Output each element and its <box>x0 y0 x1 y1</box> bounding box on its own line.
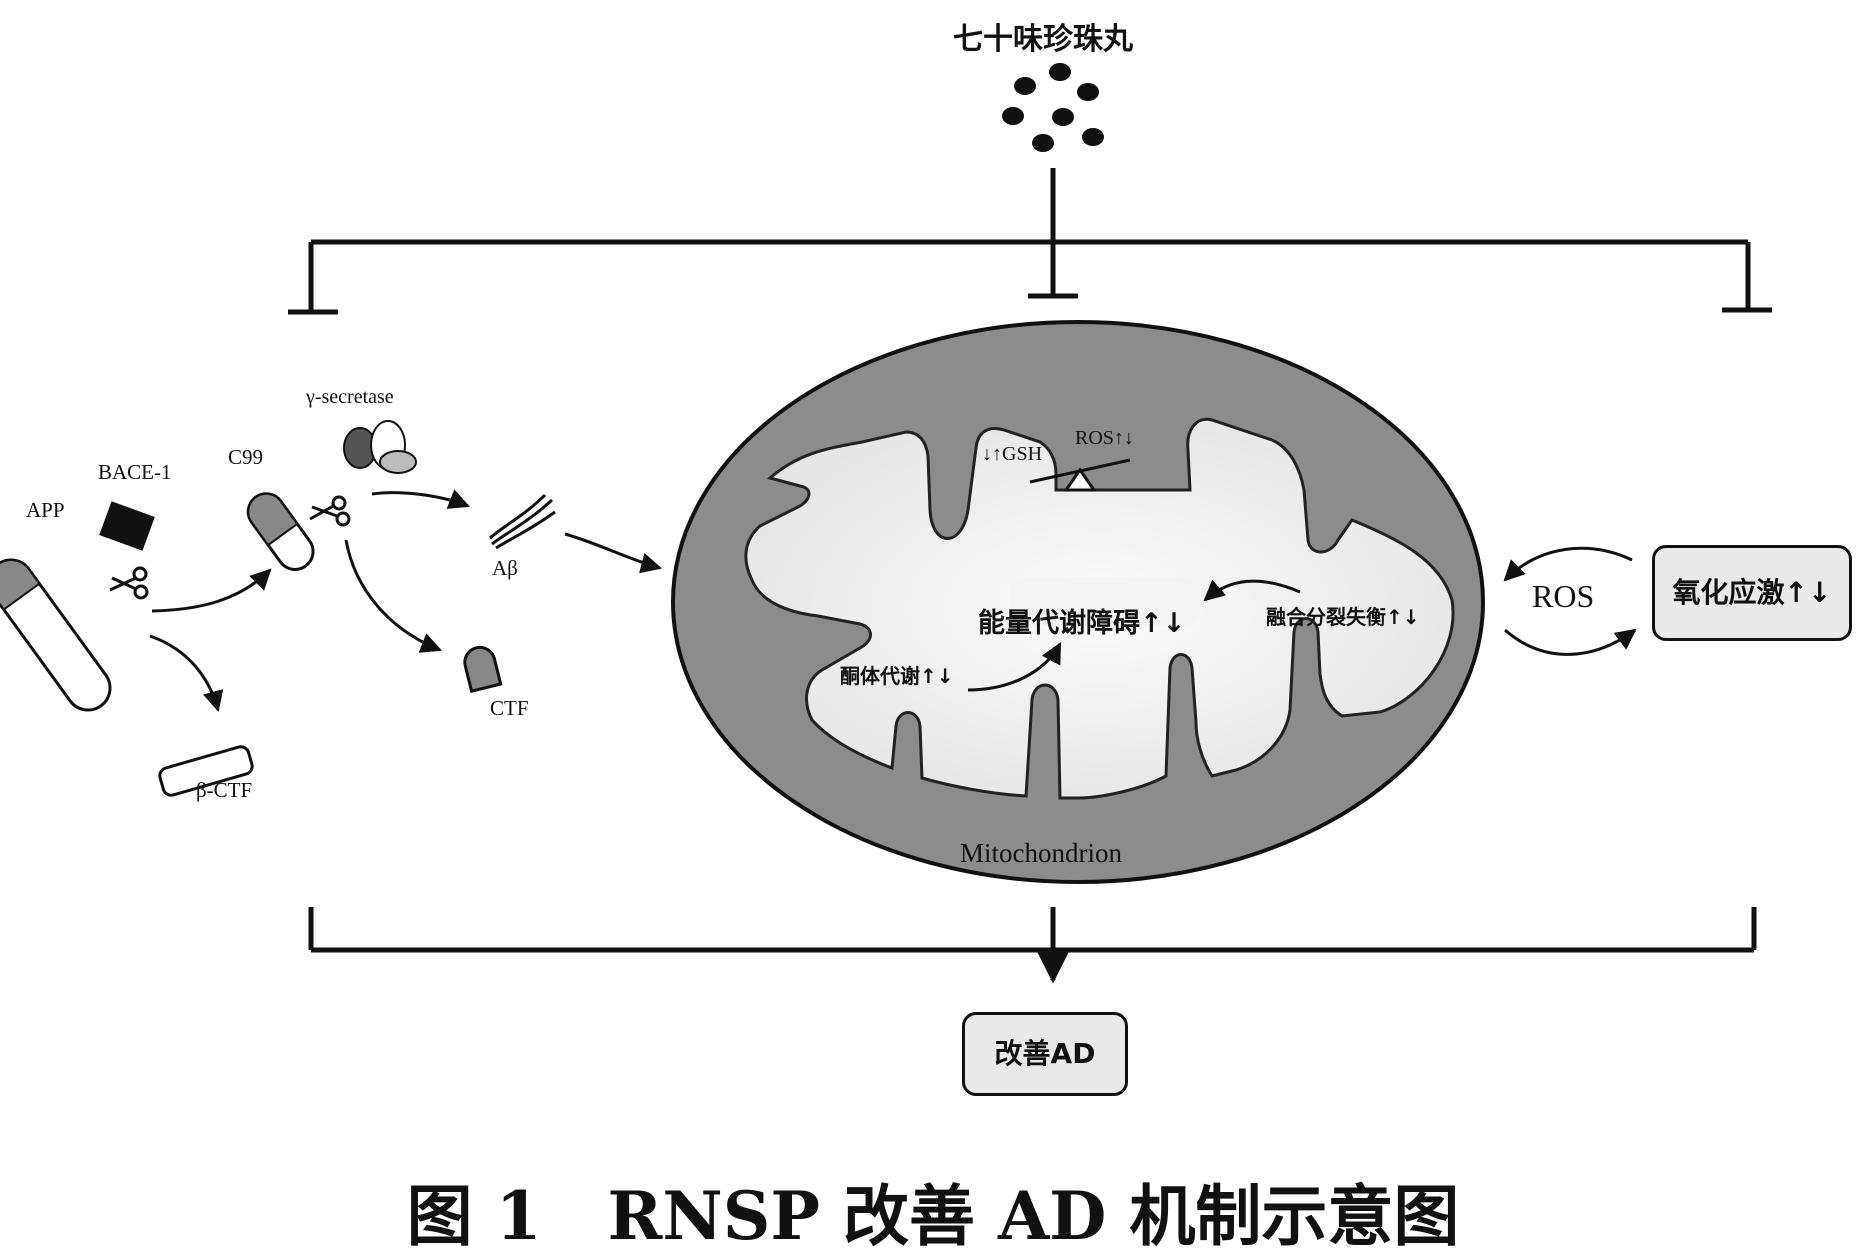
scissors-icon <box>309 495 351 527</box>
balance-scale <box>1029 458 1131 492</box>
arrow-stress-to-mitochondrion <box>1503 546 1633 582</box>
pill-dot <box>1049 63 1071 81</box>
pathway-arrows <box>149 489 663 713</box>
abeta-fibrils <box>489 493 556 550</box>
convergence-bracket <box>308 907 1757 984</box>
pill-dots <box>1002 63 1104 152</box>
oxidative-stress-label: 氧化应激↑↓ <box>1672 576 1832 609</box>
beta-ctf-fragment <box>158 745 254 797</box>
scissors-icon <box>109 566 149 600</box>
arrow-mitochondrion-to-stress <box>1504 628 1637 656</box>
abeta-label: Aβ <box>492 556 518 580</box>
arrow-abeta-to-mitochondrion <box>564 532 663 574</box>
ros-label: ROS <box>1532 578 1595 614</box>
pill-dot <box>1014 77 1036 95</box>
arrow-ketone-to-energy <box>967 642 1062 692</box>
arrow-c99-to-ctf <box>344 539 442 653</box>
bace1-label: BACE-1 <box>98 460 172 484</box>
app-label: APP <box>26 498 65 522</box>
energy-disorder-label: 能量代谢障碍↑↓ <box>978 608 1186 639</box>
ros-cycle-arrows <box>1503 546 1637 656</box>
mitochondrion-label: Mitochondrion <box>960 838 1122 868</box>
energy-zone <box>1010 578 1200 626</box>
arrow-c99-to-abeta <box>371 489 470 509</box>
arrow-fusion-to-energy <box>1203 579 1301 602</box>
ketone-metabolism-label: 酮体代谢↑↓ <box>840 664 954 688</box>
beta-ctf-label: β-CTF <box>196 778 253 802</box>
figure-caption: 图 1 RNSP 改善 AD 机制示意图 <box>406 1177 1460 1255</box>
ctf-fragment <box>463 645 503 694</box>
pill-dot <box>1032 134 1054 152</box>
pill-dot <box>1077 83 1099 101</box>
ctf-label: CTF <box>490 696 529 720</box>
arrow-app-to-c99 <box>151 568 272 613</box>
pill-dot <box>1002 107 1024 125</box>
pill-dot <box>1052 108 1074 126</box>
fusion-fission-label: 融合分裂失衡↑↓ <box>1266 605 1420 629</box>
inhibition-bracket <box>288 168 1772 315</box>
bace1-block <box>99 501 155 551</box>
drug-label: 七十味珍珠丸 <box>953 22 1133 57</box>
mitochondrion-shape <box>671 320 1485 884</box>
outcome-box: 改善AD <box>962 1012 1128 1096</box>
gamma-secretase-complex <box>343 420 417 474</box>
ros-balance-label: ROS↑↓ <box>1075 427 1134 449</box>
arrow-app-to-beta-ctf <box>149 634 224 713</box>
c99-label: C99 <box>228 445 264 469</box>
gamma-secretase-label: γ-secretase <box>306 386 394 408</box>
gsh-label: ↓↑GSH <box>982 443 1043 465</box>
oxidative-stress-box: 氧化应激↑↓ <box>1652 545 1852 641</box>
outcome-label: 改善AD <box>994 1037 1096 1070</box>
app-protein <box>0 558 112 712</box>
pill-dot <box>1082 128 1104 146</box>
c99-fragment <box>246 492 315 571</box>
